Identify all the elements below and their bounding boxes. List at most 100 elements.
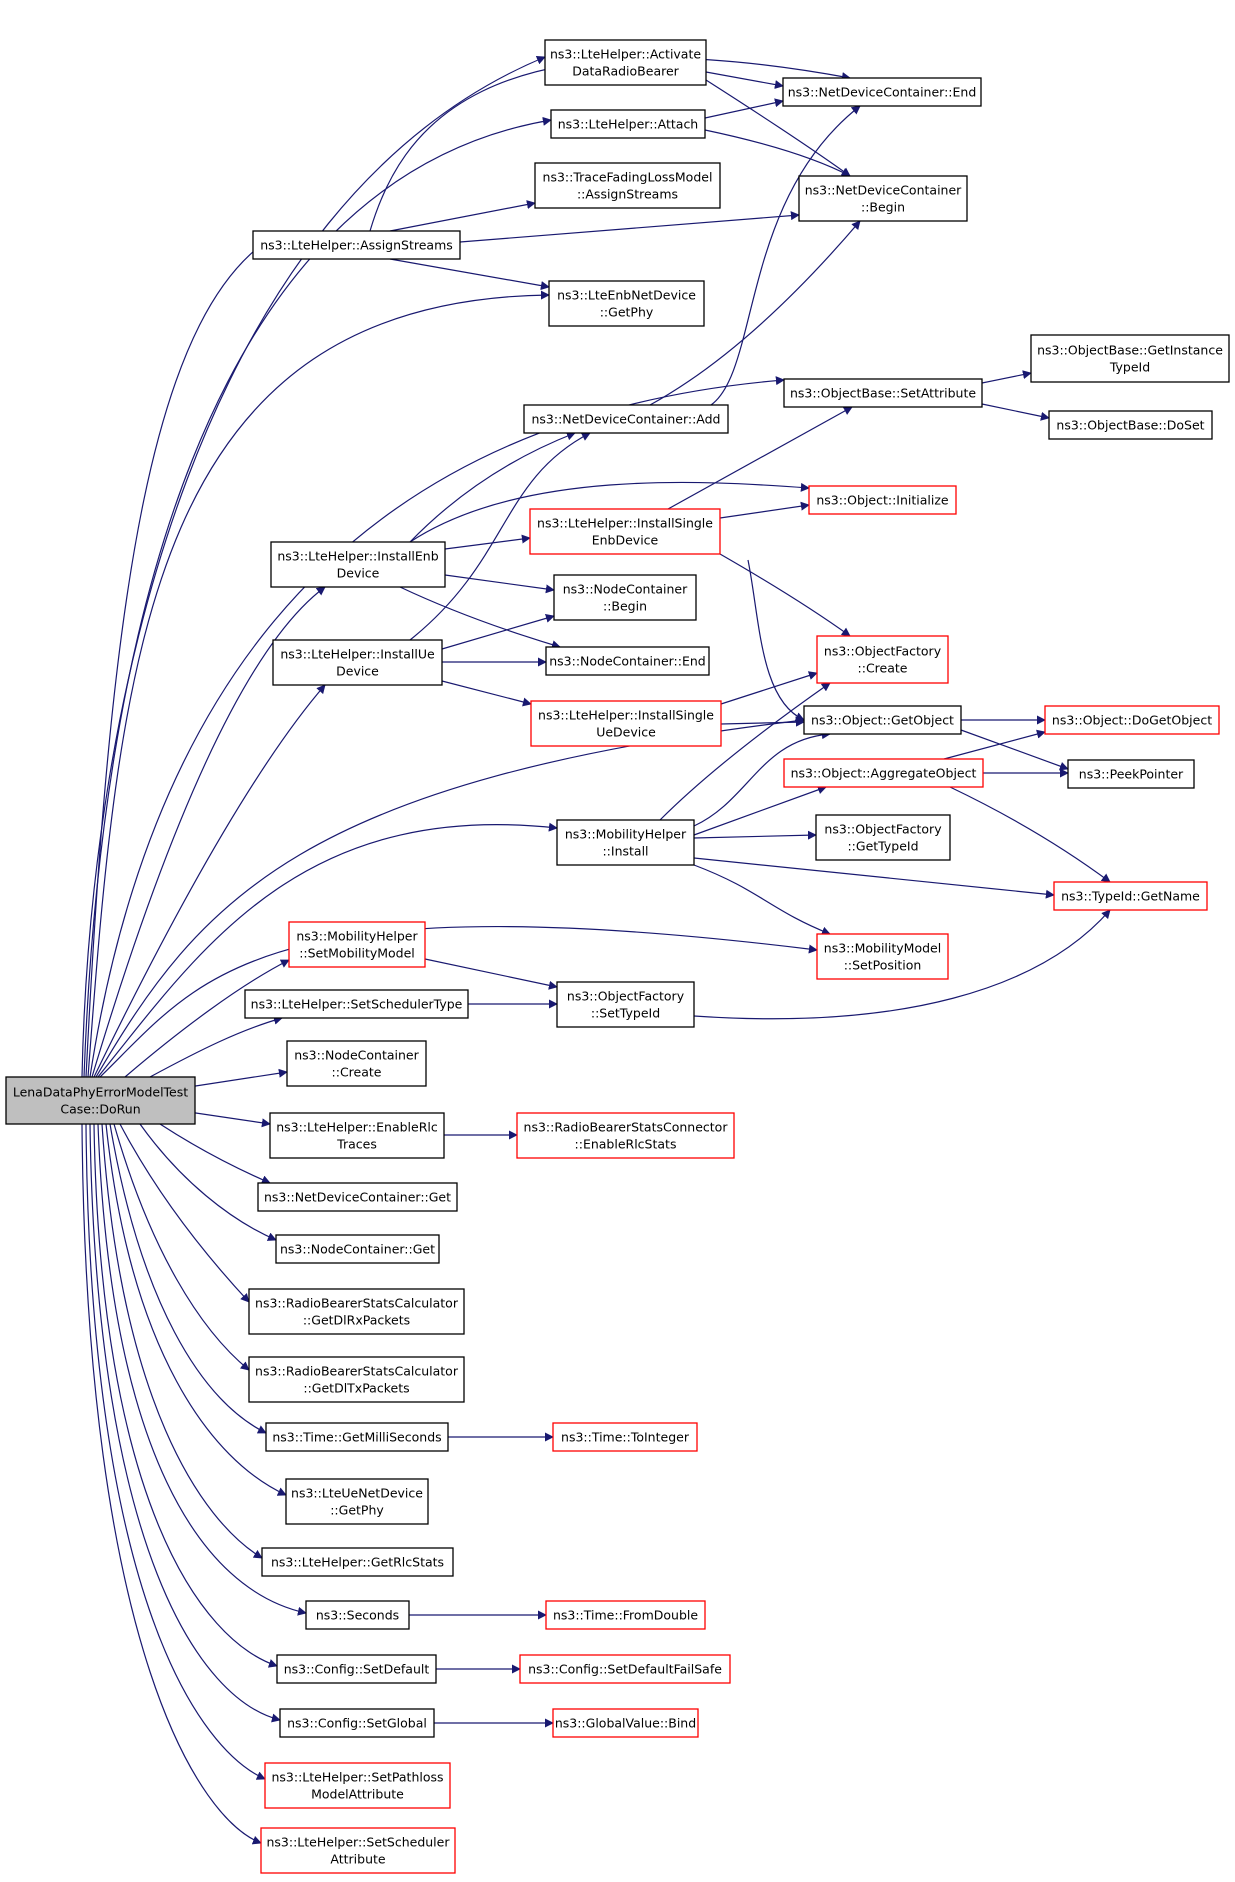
node-obj_getobject[interactable]: ns3::Object::GetObject (803, 705, 962, 735)
node-label: ns3::Object::GetObject (811, 713, 954, 728)
node-config_setglobal[interactable]: ns3::Config::SetGlobal (279, 1708, 435, 1738)
node-nc_get[interactable]: ns3::NodeContainer::Get (275, 1234, 440, 1264)
node-nc_create[interactable]: ns3::NodeContainer::Create (286, 1040, 427, 1087)
edge-root-to-ue_getphy (105, 1123, 287, 1496)
node-label: ns3::LteHelper::SetScheduler (266, 1835, 450, 1850)
node-box (553, 574, 697, 621)
node-config_setdefaultfs[interactable]: ns3::Config::SetDefaultFailSafe (519, 1654, 731, 1684)
node-time_getms[interactable]: ns3::Time::GetMilliSeconds (265, 1422, 449, 1452)
node-ndc_end[interactable]: ns3::NetDeviceContainer::End (782, 77, 982, 107)
node-enb_getphy[interactable]: ns3::LteEnbNetDevice::GetPhy (548, 280, 705, 327)
node-mobility_install[interactable]: ns3::MobilityHelper::Install (556, 819, 695, 866)
node-time_tointeger[interactable]: ns3::Time::ToInteger (552, 1422, 698, 1452)
node-box (782, 77, 982, 107)
node-label: ns3::NodeContainer::End (549, 654, 705, 669)
edge-root-to-time_getms (109, 1123, 267, 1434)
node-ob_doset[interactable]: ns3::ObjectBase::DoSet (1048, 410, 1213, 440)
edge-assign_streams-to-trace_fading (389, 200, 536, 232)
node-of_settypeid[interactable]: ns3::ObjectFactory::SetTypeId (556, 981, 695, 1028)
node-nc_begin[interactable]: ns3::NodeContainer::Begin (553, 574, 697, 621)
edge-mobility_install-to-obj_aggregate (693, 785, 827, 836)
node-label: ::SetMobilityModel (299, 946, 415, 961)
node-assign_streams[interactable]: ns3::LteHelper::AssignStreams (252, 230, 461, 260)
node-set_pathloss[interactable]: ns3::LteHelper::SetPathlossModelAttribut… (264, 1762, 451, 1809)
node-rbscalc_rx[interactable]: ns3::RadioBearerStatsCalculator::GetDlRx… (248, 1288, 465, 1335)
node-label: ns3::Config::SetDefaultFailSafe (528, 1662, 722, 1677)
edge-obj_aggregate-to-typeid_getname (949, 786, 1111, 883)
node-lte_setscheduler[interactable]: ns3::LteHelper::SetSchedulerType (244, 989, 469, 1019)
node-label: ns3::TraceFadingLossModel (543, 170, 713, 185)
node-label: Traces (336, 1137, 377, 1152)
node-nc_end[interactable]: ns3::NodeContainer::End (545, 646, 710, 676)
node-box (244, 989, 469, 1019)
node-ndc_begin[interactable]: ns3::NetDeviceContainer::Begin (798, 175, 968, 222)
node-mm_setposition[interactable]: ns3::MobilityModel::SetPosition (816, 933, 949, 980)
node-box (1044, 705, 1220, 735)
edge-ndc_add-to-ndc_begin (649, 220, 861, 406)
node-ob_setattribute[interactable]: ns3::ObjectBase::SetAttribute (783, 378, 983, 408)
node-label: Case::DoRun (60, 1102, 140, 1117)
node-ndc_add[interactable]: ns3::NetDeviceContainer::Add (523, 404, 729, 434)
node-obj_aggregate[interactable]: ns3::Object::AggregateObject (783, 758, 984, 788)
node-rbsc_enable[interactable]: ns3::RadioBearerStatsConnector::EnableRl… (516, 1112, 735, 1159)
node-peekpointer[interactable]: ns3::PeekPointer (1067, 759, 1195, 789)
edge-attach-to-ndc_end (704, 98, 784, 119)
edge-root-to-set_sched_attr (81, 1123, 262, 1845)
edge-root-to-set_pathloss (85, 1123, 266, 1780)
node-box (286, 1040, 427, 1087)
node-label: ::AssignStreams (577, 187, 678, 202)
node-label: EnbDevice (592, 533, 659, 548)
node-typeid_getname[interactable]: ns3::TypeId::GetName (1053, 881, 1208, 911)
node-ndc_get[interactable]: ns3::NetDeviceContainer::Get (257, 1182, 458, 1212)
node-label: ns3::LteHelper::InstallEnb (277, 549, 438, 564)
edge-of_settypeid-to-typeid_getname (693, 909, 1111, 1020)
node-label: ns3::Object::DoGetObject (1052, 713, 1212, 728)
node-box (816, 933, 949, 980)
edge-root-to-assign_streams (85, 230, 284, 1078)
node-box (816, 635, 949, 684)
edge-root-to-ndc_get (159, 1123, 271, 1184)
node-label: ::GetPhy (600, 305, 654, 320)
node-label: ns3::LteHelper::SetPathloss (271, 1770, 443, 1785)
node-time_fromdouble[interactable]: ns3::Time::FromDouble (545, 1600, 706, 1630)
node-trace_fading[interactable]: ns3::TraceFadingLossModel::AssignStreams (534, 162, 721, 209)
node-seconds[interactable]: ns3::Seconds (305, 1600, 410, 1630)
node-globalvalue_bind[interactable]: ns3::GlobalValue::Bind (552, 1708, 699, 1738)
node-box (288, 921, 426, 968)
edge-install_single_enb-to-of_create (719, 553, 851, 637)
edge-install_ue-to-install_single_ue (441, 680, 532, 707)
edge-root-to-nc_get (139, 1123, 277, 1241)
node-config_setdefault[interactable]: ns3::Config::SetDefault (276, 1654, 437, 1684)
node-label: ns3::ObjectFactory (824, 822, 942, 837)
node-mh_setmobility[interactable]: ns3::MobilityHelper::SetMobilityModel (288, 921, 426, 968)
node-label: ns3::TypeId::GetName (1061, 889, 1200, 904)
node-rbscalc_tx[interactable]: ns3::RadioBearerStatsCalculator::GetDlTx… (248, 1356, 465, 1403)
node-label: ns3::NetDeviceContainer::Get (264, 1190, 451, 1205)
node-ue_getphy[interactable]: ns3::LteUeNetDevice::GetPhy (285, 1478, 429, 1525)
edge-mobility_install-to-of_gettypeid (693, 830, 817, 840)
node-of_gettypeid[interactable]: ns3::ObjectFactory::GetTypeId (815, 814, 951, 861)
node-label: ns3::Config::SetGlobal (287, 1716, 427, 1731)
edge-install_single_enb-to-ob_setattribute (667, 406, 853, 510)
edge-root-to-nc_create (188, 1068, 288, 1088)
node-box (808, 485, 957, 515)
node-obj_dogetobject[interactable]: ns3::Object::DoGetObject (1044, 705, 1220, 735)
node-box (270, 541, 446, 588)
node-obj_initialize[interactable]: ns3::Object::Initialize (808, 485, 957, 515)
node-of_create[interactable]: ns3::ObjectFactory::Create (816, 635, 949, 684)
edge-install_enb-to-ndc_add (409, 431, 576, 543)
edge-install_enb-to-obj_initialize (409, 481, 810, 543)
node-label: ns3::Seconds (316, 1608, 399, 1623)
node-get_rlcstats[interactable]: ns3::LteHelper::GetRlcStats (261, 1547, 454, 1577)
node-attach[interactable]: ns3::LteHelper::Attach (550, 109, 706, 139)
edge-mobility_install-to-typeid_getname (693, 857, 1055, 899)
